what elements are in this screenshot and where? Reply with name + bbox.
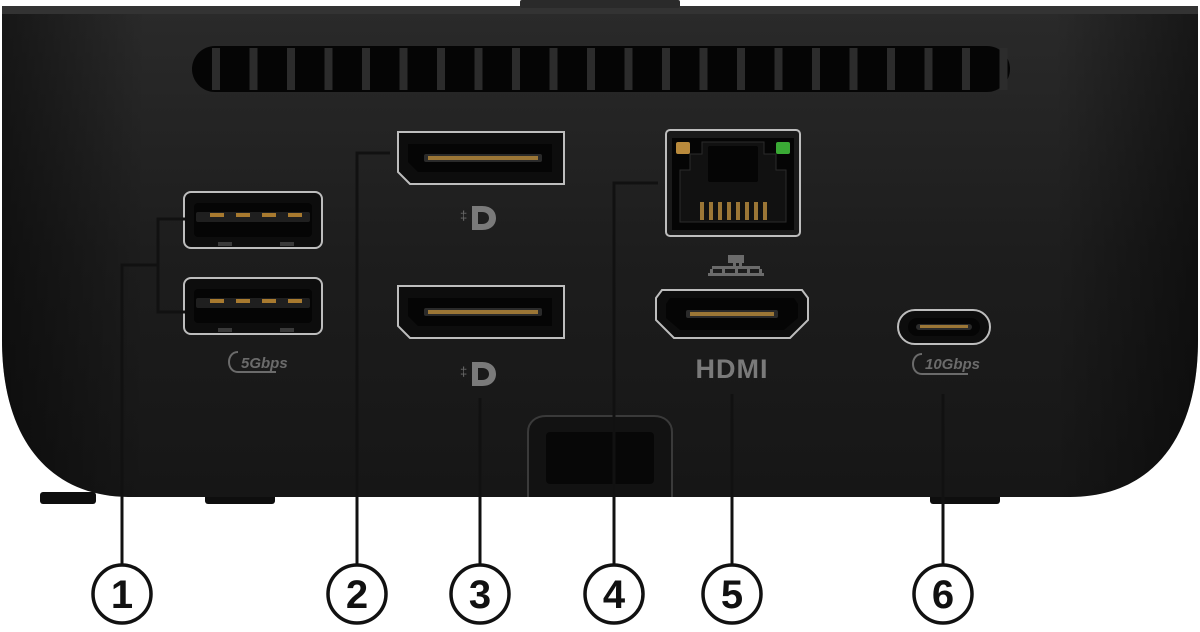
vent-bar: [887, 48, 895, 90]
callout-5: 5: [701, 563, 763, 625]
usb-10gbps-badge: 10Gbps: [912, 353, 980, 375]
vent-bar: [812, 48, 820, 90]
vent-bar: [512, 48, 520, 90]
leader-line-4: [612, 181, 658, 566]
ethernet-icon: [708, 255, 764, 276]
callout-number: 6: [932, 573, 954, 617]
vent-grille: [192, 46, 1010, 92]
callout-2: 2: [326, 563, 388, 625]
vent-bar: [699, 48, 708, 90]
hdmi-logo: HDMI: [696, 354, 769, 384]
callout-number: 1: [111, 573, 133, 617]
vent-bar: [399, 48, 408, 90]
displayport-port-top: ‡: [397, 131, 565, 230]
callout-number: 2: [346, 573, 368, 617]
callout-1: 1: [91, 563, 153, 625]
vent-bar: [474, 48, 483, 90]
callout-4: 4: [583, 563, 645, 625]
callout-circle: [701, 563, 763, 625]
leader-line-1: [120, 217, 185, 566]
usb-5gbps-label: 5Gbps: [241, 355, 288, 372]
vent-bar: [212, 48, 220, 90]
vent-bar: [662, 48, 670, 90]
usb-5gbps-badge: 5Gbps: [228, 351, 288, 373]
callout-6: 6: [912, 563, 974, 625]
leader-lines: [120, 151, 945, 566]
link-led: [776, 142, 790, 154]
displayport-icon: ‡: [460, 362, 496, 386]
vent-bar: [287, 48, 295, 90]
vent-bar: [249, 48, 258, 90]
hdmi-icon: HDMI: [696, 354, 769, 384]
callout-circle: [449, 563, 511, 625]
vent-bar: [999, 48, 1008, 90]
callout-number: 4: [603, 573, 626, 617]
callout-markers: 1 2 3 4 5 6: [91, 563, 974, 625]
callout-circle: [91, 563, 153, 625]
ethernet-port: [665, 129, 801, 276]
svg-text:‡: ‡: [460, 208, 467, 223]
vent-bar: [737, 48, 745, 90]
usb-10gbps-label: 10Gbps: [925, 356, 980, 373]
svg-text:‡: ‡: [460, 364, 467, 379]
security-lock-slot: [527, 415, 673, 497]
hdmi-port: HDMI: [655, 289, 809, 384]
displayport-port-bottom: ‡: [397, 285, 565, 386]
usb-c-port: [897, 309, 991, 345]
vent-bar: [624, 48, 633, 90]
callout-number: 5: [721, 573, 743, 617]
leader-line-2: [355, 151, 390, 566]
vent-bar: [324, 48, 333, 90]
callout-circle: [583, 563, 645, 625]
vent-bar: [362, 48, 370, 90]
dock-body: [2, 0, 1198, 504]
callout-circle: [326, 563, 388, 625]
vent-bar: [774, 48, 783, 90]
activity-led: [676, 142, 690, 154]
callout-number: 3: [469, 573, 491, 617]
vent-bar: [549, 48, 558, 90]
callout-3: 3: [449, 563, 511, 625]
vent-bar: [962, 48, 970, 90]
vent-bar: [849, 48, 858, 90]
callout-circle: [912, 563, 974, 625]
vent-bar: [924, 48, 933, 90]
vent-bar: [587, 48, 595, 90]
vent-bar: [437, 48, 445, 90]
usb-a-port-top: [183, 191, 323, 249]
displayport-icon: ‡: [460, 206, 496, 230]
usb-a-port-bottom: [183, 277, 323, 335]
